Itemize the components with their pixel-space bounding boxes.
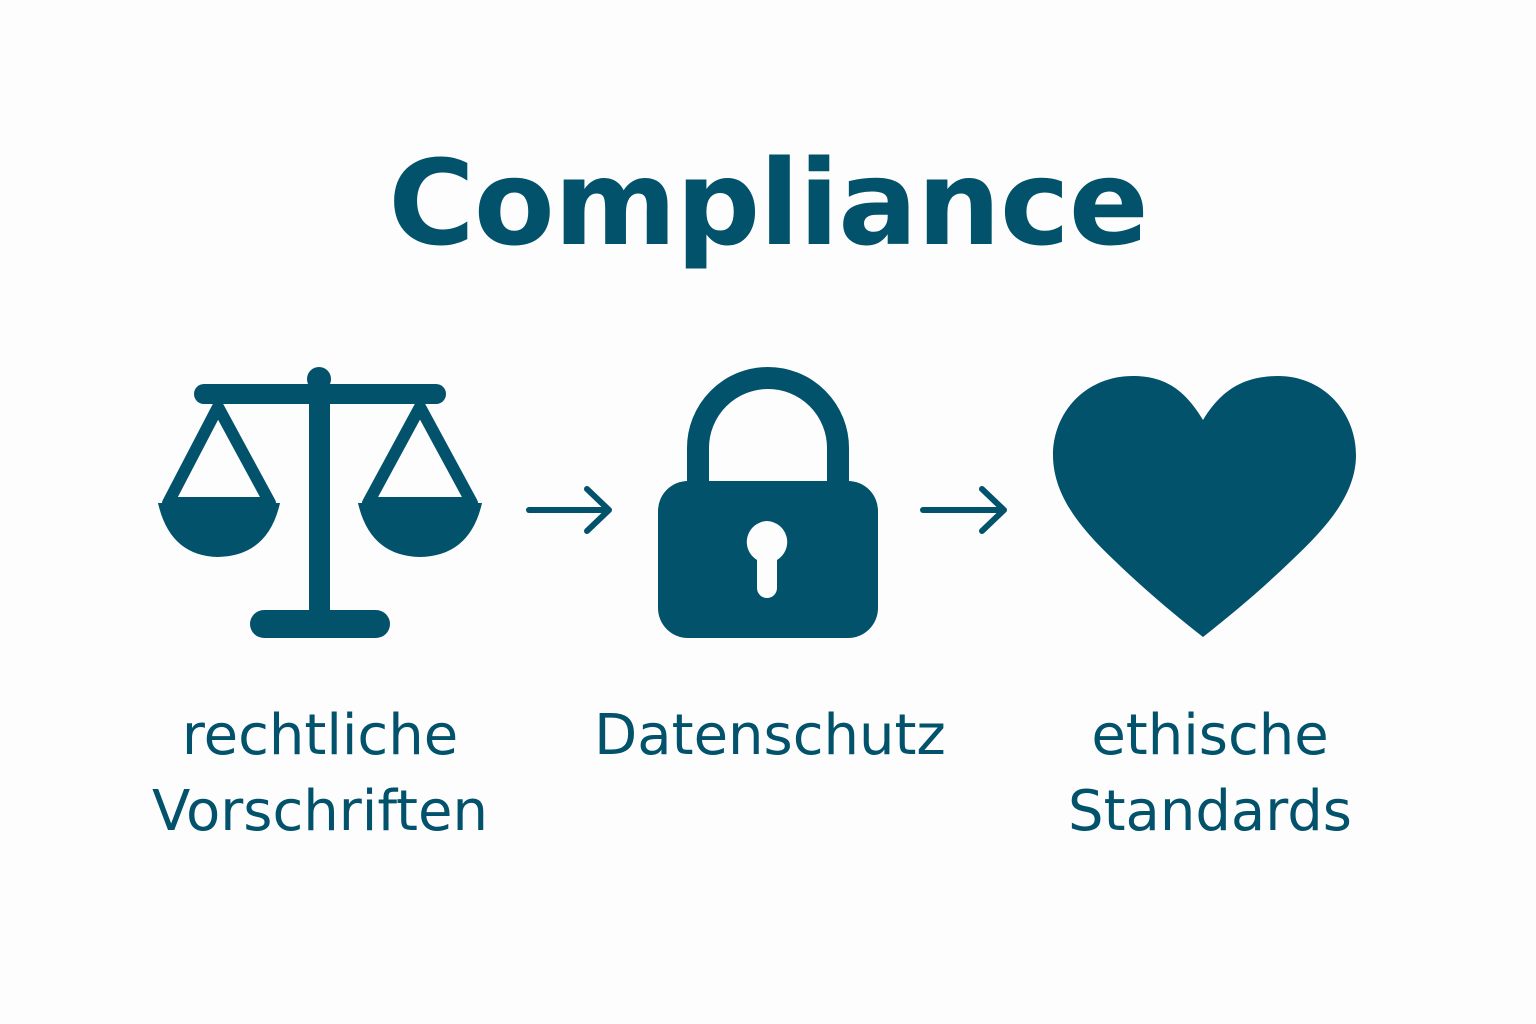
heart-icon — [1053, 376, 1356, 637]
step-label-legal-regulations: rechtliche Vorschriften — [152, 703, 488, 844]
step-label-ethical-standards: ethische Standards — [1068, 703, 1352, 844]
arrow-right-icon — [920, 486, 1007, 534]
arrow-right-icon — [526, 486, 612, 534]
diagram-title: Compliance — [388, 134, 1149, 272]
scales-of-justice-icon — [158, 367, 482, 638]
step-label-data-protection: Datenschutz — [594, 703, 946, 768]
padlock-icon — [658, 367, 878, 638]
